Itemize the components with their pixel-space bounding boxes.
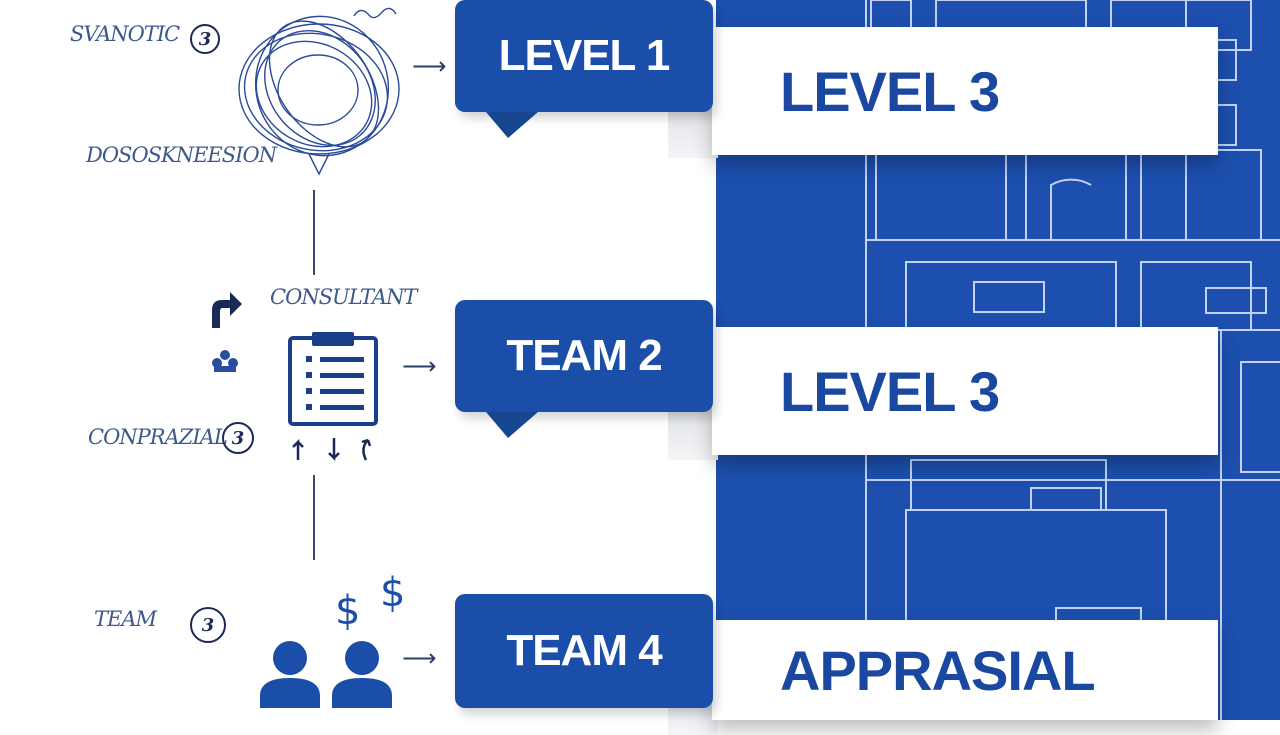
clipboard-checklist-icon (288, 332, 378, 426)
arrow-right-icon: ⟶ (402, 644, 437, 672)
arrow-right-icon: ⟶ (402, 352, 437, 380)
comparisal-label: CONPRAZIAL (88, 425, 228, 449)
level-banner: LEVEL 3 (712, 327, 1218, 455)
upload-arrow-icon (212, 292, 242, 328)
dollar-sign-icon: $ (380, 570, 406, 616)
top-sketch-label: SVANOTIC (70, 22, 180, 46)
connector-line (313, 190, 315, 275)
top-number-badge: 3 (190, 24, 220, 54)
comparisal-number-badge: 3 (222, 422, 254, 454)
consultant-label: CONSULTANT (270, 285, 417, 309)
level-callout: LEVEL 1 (455, 0, 713, 112)
group-icon (212, 350, 238, 372)
level-banner: LEVEL 3 (712, 27, 1218, 155)
team-callout: TEAM 2 (455, 300, 713, 412)
callout-tail (486, 112, 538, 138)
team-callout: TEAM 4 (455, 594, 713, 708)
team-sketch-label: TEAM (94, 607, 157, 631)
arrow-right-icon: ⟶ (412, 52, 447, 80)
middle-sketch-label: DOSOSKNEESION (86, 143, 277, 167)
appraisal-banner: APPRASIAL (712, 620, 1218, 720)
team-number-badge: 3 (190, 607, 226, 643)
scribble-icon (238, 7, 400, 176)
connector-line (313, 475, 315, 560)
callout-tail (486, 412, 538, 438)
dollar-sign-icon: $ (335, 588, 361, 634)
people-icon (260, 641, 392, 708)
exchange-arrows-icon (292, 438, 372, 462)
